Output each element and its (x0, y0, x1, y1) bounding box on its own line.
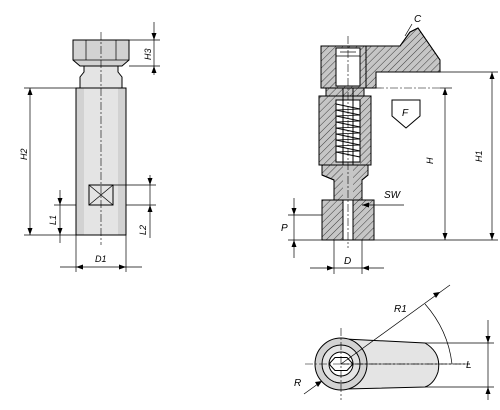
label-c: C (414, 14, 422, 25)
label-l: L (466, 360, 472, 371)
label-h1: H1 (474, 150, 484, 162)
label-h: H (425, 157, 435, 164)
label-r1: R1 (394, 304, 407, 315)
side-view: H3 H2 L1 L2 D1 (19, 22, 160, 272)
top-view: R1 R L (294, 284, 494, 400)
force-symbol: F (391, 99, 421, 129)
label-h2: H2 (19, 148, 29, 160)
label-d: D (344, 256, 351, 267)
label-sw: SW (384, 190, 402, 201)
label-d1: D1 (95, 254, 107, 264)
label-h3: H3 (143, 48, 153, 60)
label-l2: L2 (138, 225, 148, 235)
label-l1: L1 (48, 215, 58, 225)
label-f: F (402, 108, 409, 119)
label-r: R (294, 378, 301, 389)
section-view: C F H H1 SW P (281, 14, 498, 274)
label-p: P (281, 223, 288, 234)
